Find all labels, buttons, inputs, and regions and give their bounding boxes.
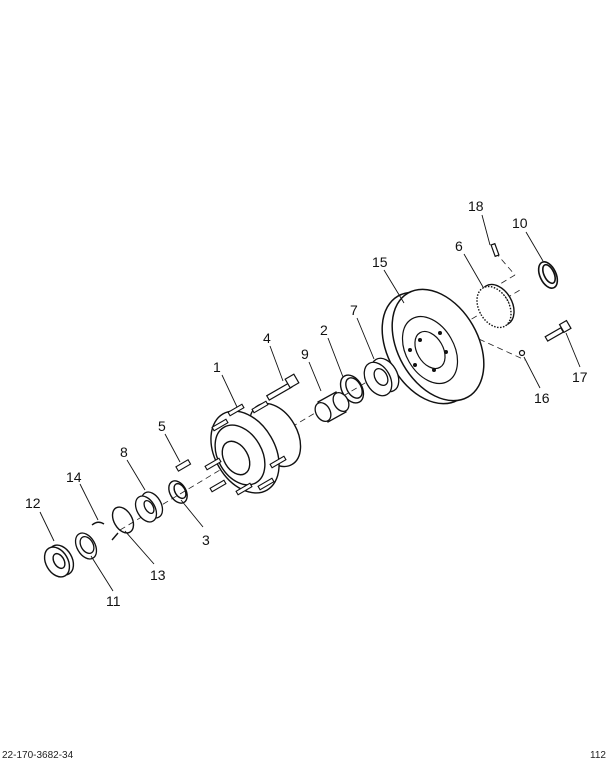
seal-ring: [537, 261, 559, 289]
wheel-stud: [265, 373, 300, 401]
tone-ring: [476, 283, 515, 329]
retaining-ring: [111, 506, 135, 541]
callout-14: 14: [66, 469, 82, 485]
callout-11: 11: [106, 593, 121, 609]
lock-washer: [74, 532, 98, 560]
callout-6: 6: [455, 238, 463, 254]
outer-bearing-cone: [363, 357, 400, 397]
spacer-sleeve: [314, 391, 350, 423]
callout-2: 2: [320, 322, 328, 338]
inner-bearing-cone: [134, 491, 164, 523]
callout-13: 13: [150, 567, 166, 583]
spring-clip: [91, 521, 105, 526]
callout-15: 15: [372, 254, 388, 270]
callout-4: 4: [263, 330, 271, 346]
callout-7: 7: [350, 302, 358, 318]
callout-3: 3: [202, 532, 210, 548]
rotor-bolt: [544, 319, 572, 342]
callout-12: 12: [25, 495, 41, 511]
small-fastener: [518, 349, 526, 357]
small-pin: [490, 242, 500, 258]
callout-9: 9: [301, 346, 309, 362]
callout-5: 5: [158, 418, 166, 434]
callout-18: 18: [468, 198, 484, 214]
short-stud: [175, 459, 192, 472]
callout-10: 10: [512, 215, 528, 231]
drawing-number: 22-170-3682-34: [2, 750, 74, 761]
inner-seal: [168, 480, 188, 504]
leader-lines: [39, 214, 581, 592]
callout-1: 1: [213, 359, 221, 375]
callout-17: 17: [572, 369, 588, 385]
wheel-hub: [204, 400, 302, 496]
page-mark: 112: [590, 750, 606, 761]
callout-16: 16: [534, 390, 550, 406]
callout-8: 8: [120, 444, 128, 460]
spindle-nut: [43, 544, 75, 578]
